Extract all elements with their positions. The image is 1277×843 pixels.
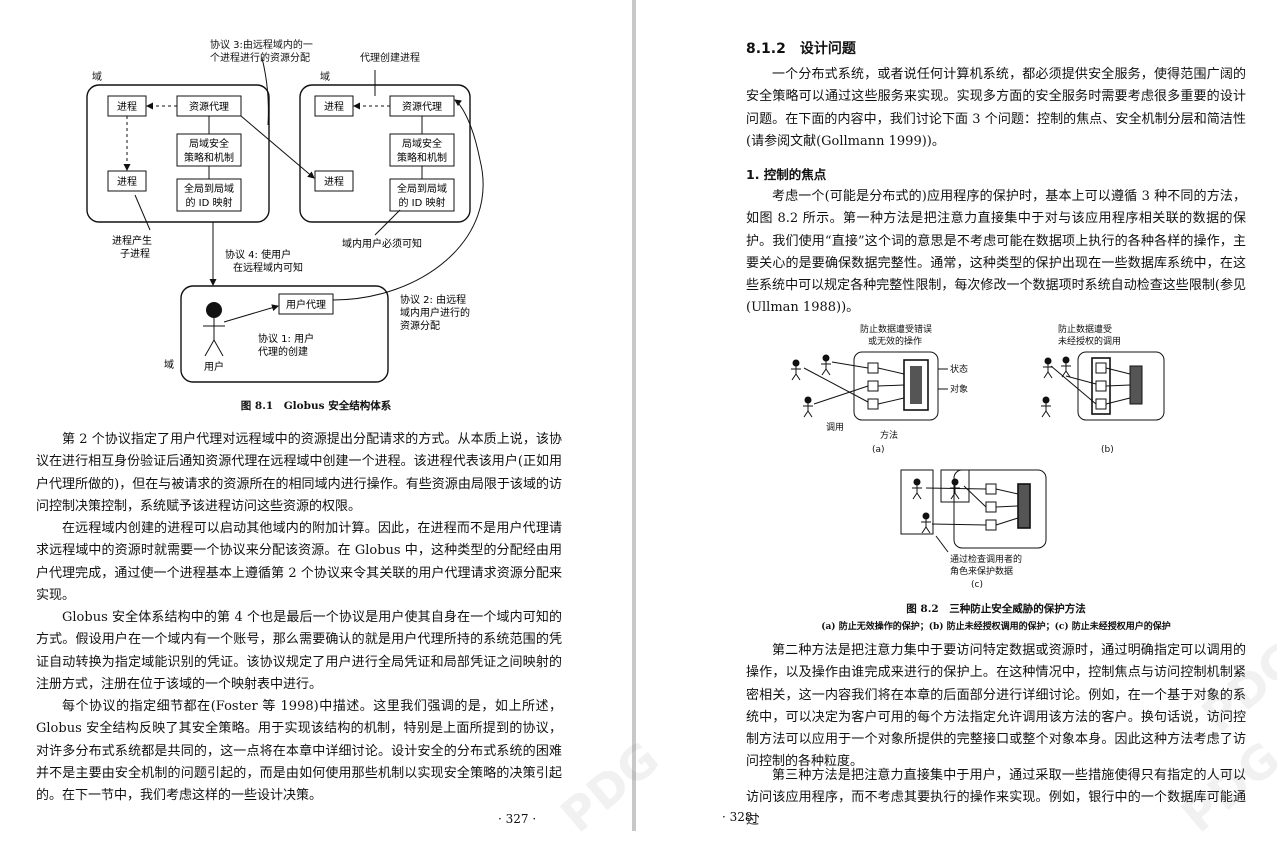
label-protocol2-c: 资源分配 — [400, 319, 440, 332]
figure-8-1-caption: 图 8.1 Globus 安全结构体系 — [240, 400, 392, 412]
fig-b-method-2 — [1095, 380, 1107, 392]
figure-8-1: 协议 3:由远程域内的一 个进程进行的资源分配 代理创建进程 域 域 进程 资源… — [86, 38, 484, 383]
fig-c-method-3 — [985, 519, 997, 531]
domain-label-1: 域 — [92, 70, 102, 83]
label-protocol1-b: 代理的创建 — [258, 345, 308, 358]
fig-c-label-2: 角色来保护数据 — [950, 565, 1013, 577]
mapping-label-1a: 全局到局域 — [184, 182, 234, 195]
label-proxy-create: 代理创建进程 — [360, 51, 420, 64]
fig-a-method-3 — [867, 398, 879, 410]
fig-c-caller-box-2 — [940, 469, 970, 503]
left-page-number: · 327 · — [498, 812, 537, 826]
figure-8-2: 防止数据遭受错误 或无效的操作 状态 对象 调用 方法 — [791, 323, 1165, 588]
right-third-paragraph: 第三种方法是把注意力直接集中于用户，通过采取一些措施使得只有指定的人可以访问该应… — [746, 768, 1246, 828]
fig-c-object-box — [953, 469, 1047, 549]
fig-b-state — [1129, 365, 1143, 405]
fig-a-object-box — [853, 351, 939, 421]
process-label-2: 进程 — [117, 176, 137, 188]
fig-a-top-label-2: 或无效的操作 — [868, 335, 922, 347]
process-box-4 — [314, 170, 354, 192]
local-security-label-2b: 策略和机制 — [397, 151, 447, 164]
fig-b-method-1 — [1095, 362, 1107, 374]
domain-box-2 — [299, 84, 471, 223]
process-box-2 — [107, 170, 147, 192]
local-security-box-2 — [389, 133, 455, 167]
fig-c-method-2 — [985, 501, 997, 513]
right-second-paragraph: 第二种方法是把注意力集中于要访问特定数据或资源时，通过明确指定可以调用的操作，以… — [746, 643, 1246, 770]
right-intro-paragraph: 一个分布式系统，或者说任何计算机系统，都必须提供安全服务，使得范围广阔的安全策略… — [746, 67, 1246, 149]
label-protocol3-line2: 个进程进行的资源分配 — [210, 51, 310, 64]
fig-c-state — [1017, 483, 1031, 529]
resource-proxy-label-1: 资源代理 — [189, 100, 229, 113]
mapping-box-1 — [176, 178, 242, 212]
user-proxy-label: 用户代理 — [286, 298, 326, 311]
local-security-label-1b: 策略和机制 — [184, 151, 234, 164]
label-protocol4-b: 在远程域内可知 — [233, 261, 303, 274]
left-paragraph-4: 每个协议的指定细节都在(Foster 等 1998)中描述。这里我们强调的是，如… — [36, 699, 562, 804]
right-page: 8.1.2 设计问题 一个分布式系统，或者说任何计算机系统，都必须提供安全服务，… — [636, 0, 1277, 843]
section-title: 8.1.2 设计问题 — [746, 41, 856, 57]
fig-c-caller-box-1 — [900, 469, 934, 535]
fig-a-tag: (a) — [872, 445, 885, 455]
label-protocol3-line1: 协议 3:由远程域内的一 — [210, 38, 313, 51]
mapping-label-2a: 全局到局域 — [397, 182, 447, 195]
figure-8-2-subcaption: (a) 防止无效操作的保护；(b) 防止未经授权调用的保护；(c) 防止未经授权… — [821, 622, 1171, 632]
fig-c-method-1 — [985, 483, 997, 495]
label-protocol2-a: 协议 2: 由远程 — [400, 293, 466, 306]
fig-b-top-label-1: 防止数据遭受 — [1058, 323, 1112, 335]
fig-a-method: 方法 — [880, 429, 898, 441]
page-gutter — [632, 0, 636, 831]
resource-proxy-label-2: 资源代理 — [402, 100, 442, 113]
left-paragraph-2: 在远程域内创建的进程可以启动其他域内的附加计算。因此，在进程而不是用户代理请求远… — [36, 521, 562, 603]
process-label-3: 进程 — [324, 101, 344, 113]
user-domain-box — [180, 285, 389, 383]
mapping-label-1b: 的 ID 映射 — [185, 196, 232, 209]
fig-b-top-label-2: 未经授权的调用 — [1058, 335, 1121, 347]
left-paragraph-3: Globus 安全体系结构中的第 4 个也是最后一个协议是用户使其自身在一个域内… — [36, 610, 562, 692]
label-protocol2-b: 域内用户进行的 — [400, 306, 470, 319]
fig-a-state: 状态 — [950, 363, 968, 375]
left-paragraph-1: 第 2 个协议指定了用户代理对远程域中的资源提出分配请求的方式。从本质上说，该协… — [36, 432, 562, 514]
domain-box-1 — [86, 84, 270, 223]
mapping-label-2b: 的 ID 映射 — [398, 196, 445, 209]
label-process-spawns-b: 子进程 — [120, 248, 150, 260]
right-page-number: · 328 · — [722, 810, 761, 824]
label-local-user-known: 域内用户必须可知 — [342, 237, 422, 250]
label-protocol4-a: 协议 4: 使用户 — [225, 248, 291, 261]
subsection-title: 1. 控制的焦点 — [746, 167, 827, 182]
fig-b-tag: (b) — [1101, 445, 1114, 455]
fig-a-method-2 — [867, 380, 879, 392]
process-label-1: 进程 — [117, 101, 137, 113]
figure-8-2-caption: 图 8.2 三种防止安全威胁的保护方法 — [906, 603, 1086, 615]
fig-b-object-box — [1077, 351, 1165, 421]
fig-b-method-3 — [1095, 398, 1107, 410]
local-security-label-1a: 局域安全 — [189, 137, 229, 150]
fig-a-object: 对象 — [950, 383, 968, 395]
fig-a-method-1 — [867, 362, 879, 374]
label-user: 用户 — [204, 360, 224, 373]
process-label-4: 进程 — [324, 176, 344, 188]
mapping-box-2 — [389, 178, 455, 212]
fig-a-top-label-1: 防止数据遭受错误 — [860, 323, 932, 335]
fig-a-invoke: 调用 — [826, 422, 844, 433]
fig-a-state-inner — [910, 366, 922, 404]
fig-c-tag: (c) — [971, 580, 983, 588]
label-protocol1-a: 协议 1: 用户 — [258, 332, 314, 345]
left-page: 协议 3:由远程域内的一 个进程进行的资源分配 代理创建进程 域 域 进程 资源… — [0, 0, 632, 831]
domain-label-2: 域 — [320, 70, 330, 83]
fig-c-label-1: 通过检查调用者的 — [950, 553, 1022, 565]
domain-label-3: 域 — [164, 358, 174, 371]
user-proxy-box — [278, 293, 334, 315]
local-security-label-2a: 局域安全 — [402, 137, 442, 150]
right-focus-paragraph: 考虑一个(可能是分布式的)应用程序的保护时，基本上可以遵循 3 种不同的方法，如… — [746, 189, 1246, 316]
label-process-spawns-a: 进程产生 — [112, 234, 152, 247]
